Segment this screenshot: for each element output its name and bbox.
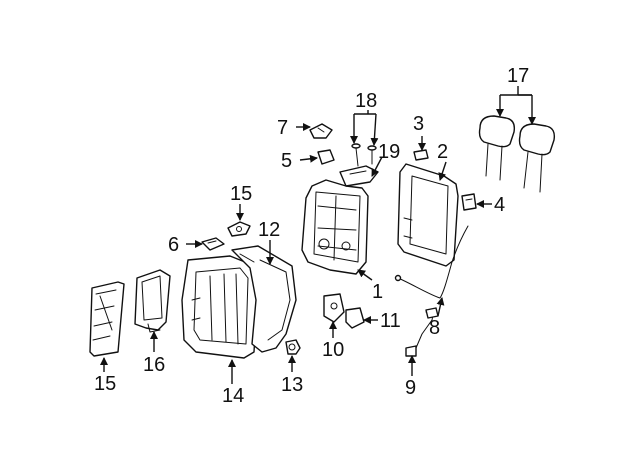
part-13-clip [285, 339, 301, 355]
part-19-latch-cover [339, 165, 379, 187]
callout-18: 18 [355, 90, 377, 112]
callout-1: 1 [372, 281, 383, 303]
callout-12: 12 [258, 219, 280, 241]
part-17-headrests [478, 115, 556, 193]
callout-19: 19 [378, 141, 400, 163]
part-2-back-cover [397, 163, 459, 267]
callout-labels: 17 18 7 3 5 19 2 4 15 6 12 1 8 11 10 9 1… [94, 65, 529, 407]
callout-3: 3 [413, 113, 424, 135]
part-14-cushion [181, 255, 259, 359]
part-16-side-panel [134, 269, 171, 333]
callout-17: 17 [507, 65, 529, 87]
callout-15-lower: 15 [94, 373, 116, 395]
callout-15-upper: 15 [230, 183, 252, 205]
part-10-latch [323, 293, 345, 323]
callout-14: 14 [222, 385, 244, 407]
part-15-hinge [227, 221, 251, 237]
part-15-back-panel [89, 281, 125, 357]
part-11-bracket [345, 307, 365, 329]
part-1-seatback-frame [301, 179, 369, 275]
part-7-clip [309, 123, 333, 139]
part-18-guides [351, 143, 377, 167]
callout-11: 11 [380, 310, 401, 332]
part-3-tab [413, 149, 429, 161]
callout-10: 10 [322, 339, 344, 361]
callout-7: 7 [277, 117, 288, 139]
part-6-bracket [201, 237, 225, 251]
part-4-release [461, 193, 477, 211]
callout-5: 5 [281, 150, 292, 172]
callout-13: 13 [281, 374, 303, 396]
part-5-clip [317, 149, 335, 165]
callout-6: 6 [168, 234, 179, 256]
part-9-strap [405, 307, 439, 357]
callout-8: 8 [429, 317, 440, 339]
callout-16: 16 [143, 354, 165, 376]
part-12-frame [231, 245, 297, 353]
part-8-cable [394, 225, 469, 299]
callout-9: 9 [405, 377, 416, 399]
leader-lines [100, 86, 536, 384]
callout-4: 4 [494, 194, 505, 216]
callout-2: 2 [437, 141, 448, 163]
